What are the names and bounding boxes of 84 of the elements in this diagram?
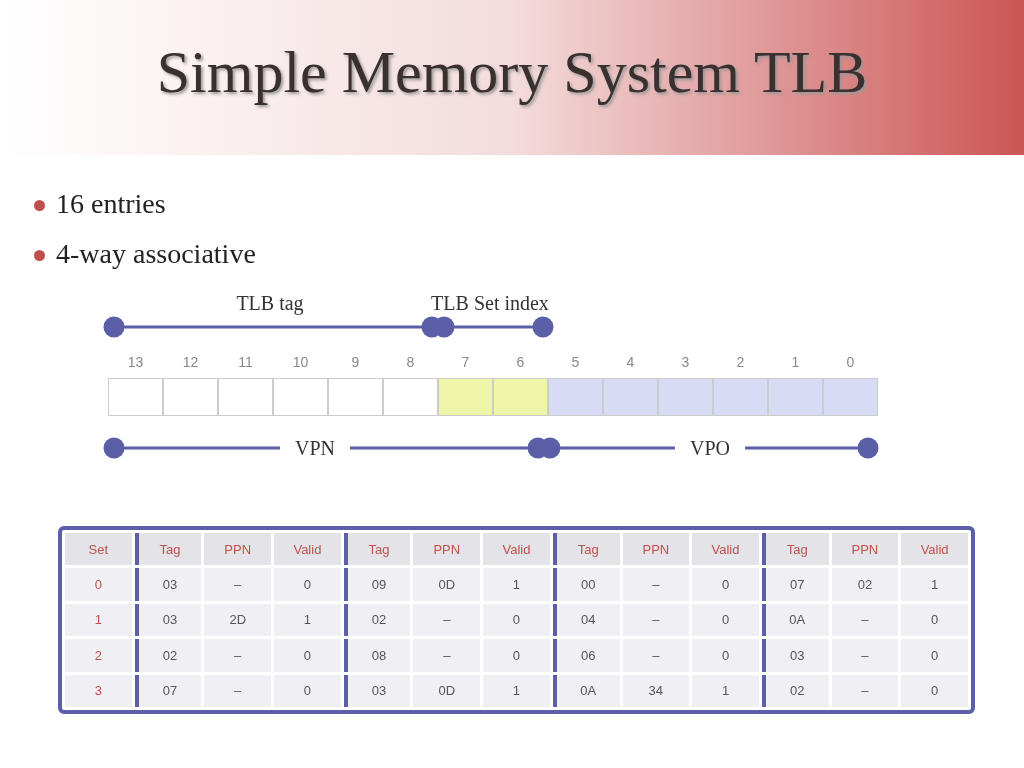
table-cell: 02	[134, 639, 202, 672]
bit-number: 12	[181, 354, 200, 370]
table-cell: 0D	[413, 568, 481, 601]
header-cell: Valid	[692, 533, 759, 566]
table-cell: 1	[483, 674, 550, 707]
bit-number: 9	[350, 354, 361, 370]
table-cell: –	[204, 639, 272, 672]
table-cell: 06	[552, 639, 620, 672]
table-cell: 1	[901, 568, 968, 601]
header-cell: Valid	[483, 533, 550, 566]
bit-number: 8	[405, 354, 416, 370]
table-cell: 0	[901, 639, 968, 672]
table-cell: 02	[761, 674, 829, 707]
table-cell: –	[831, 603, 899, 637]
table-cell: –	[622, 639, 690, 672]
field-label: TLB Set index	[430, 292, 550, 315]
table-cell: 0	[692, 568, 759, 601]
table-cell: 1	[65, 603, 132, 637]
table-cell: –	[622, 568, 690, 601]
table-cell: 09	[343, 568, 411, 601]
table-cell: 0	[692, 603, 759, 637]
table-cell: 08	[343, 639, 411, 672]
table-cell: 34	[622, 674, 690, 707]
bit-number: 3	[680, 354, 691, 370]
table-cell: –	[413, 639, 481, 672]
bit-number: 7	[460, 354, 471, 370]
header-cell: Tag	[134, 533, 202, 566]
bit-number: 11	[237, 354, 254, 370]
table-cell: 0	[901, 674, 968, 707]
bit-number: 2	[735, 354, 746, 370]
table-cell: 2	[65, 639, 132, 672]
bit-number: 4	[625, 354, 636, 370]
table-cell: 0	[65, 568, 132, 601]
bit-number: 5	[570, 354, 581, 370]
table-cell: 0	[901, 603, 968, 637]
bit-number: 0	[845, 354, 856, 370]
table-cell: 03	[134, 603, 202, 637]
slide-title: Simple Memory System TLB	[155, 38, 869, 107]
table-cell: 02	[831, 568, 899, 601]
table-cell: 0D	[413, 674, 481, 707]
header-cell: PPN	[204, 533, 272, 566]
table-cell: 1	[692, 674, 759, 707]
bit-number: 13	[126, 354, 145, 370]
table-cell: 00	[552, 568, 620, 601]
table-cell: –	[622, 603, 690, 637]
header-cell: Set	[65, 533, 132, 566]
table-cell: 0	[483, 603, 550, 637]
table-cell: 0	[483, 639, 550, 672]
table-cell: 03	[134, 568, 202, 601]
table-cell: –	[831, 674, 899, 707]
table-cell: 07	[134, 674, 202, 707]
header-cell: PPN	[622, 533, 690, 566]
table-cell: 0	[274, 674, 341, 707]
header-cell: Tag	[343, 533, 411, 566]
table-cell: 0	[274, 568, 341, 601]
header-cell: PPN	[413, 533, 481, 566]
table-cell: 2D	[204, 603, 272, 637]
table-cell: 1	[483, 568, 550, 601]
table-cell: –	[413, 603, 481, 637]
header-cell: Valid	[274, 533, 341, 566]
table-cell: 04	[552, 603, 620, 637]
table-cell: –	[204, 568, 272, 601]
table-cell: 03	[343, 674, 411, 707]
table-cell: 0	[692, 639, 759, 672]
header-cell: Tag	[552, 533, 620, 566]
bit-number: 10	[291, 354, 310, 370]
table-cell: 3	[65, 674, 132, 707]
table-cell: 0	[274, 639, 341, 672]
table-cell: 02	[343, 603, 411, 637]
bullet-text: 16 entries	[56, 188, 166, 220]
table-cell: 07	[761, 568, 829, 601]
header-cell: Tag	[761, 533, 829, 566]
bullet-text: 4-way associative	[56, 238, 256, 270]
table-cell: 0A	[761, 603, 829, 637]
header-cell: Valid	[901, 533, 968, 566]
header-cell: PPN	[831, 533, 899, 566]
table-cell: 1	[274, 603, 341, 637]
table-cell: 03	[761, 639, 829, 672]
bit-number: 1	[790, 354, 801, 370]
table-cell: –	[831, 639, 899, 672]
table-cell: –	[204, 674, 272, 707]
bit-number: 6	[515, 354, 526, 370]
table-cell: 0A	[552, 674, 620, 707]
field-label: TLB tag	[235, 292, 305, 315]
